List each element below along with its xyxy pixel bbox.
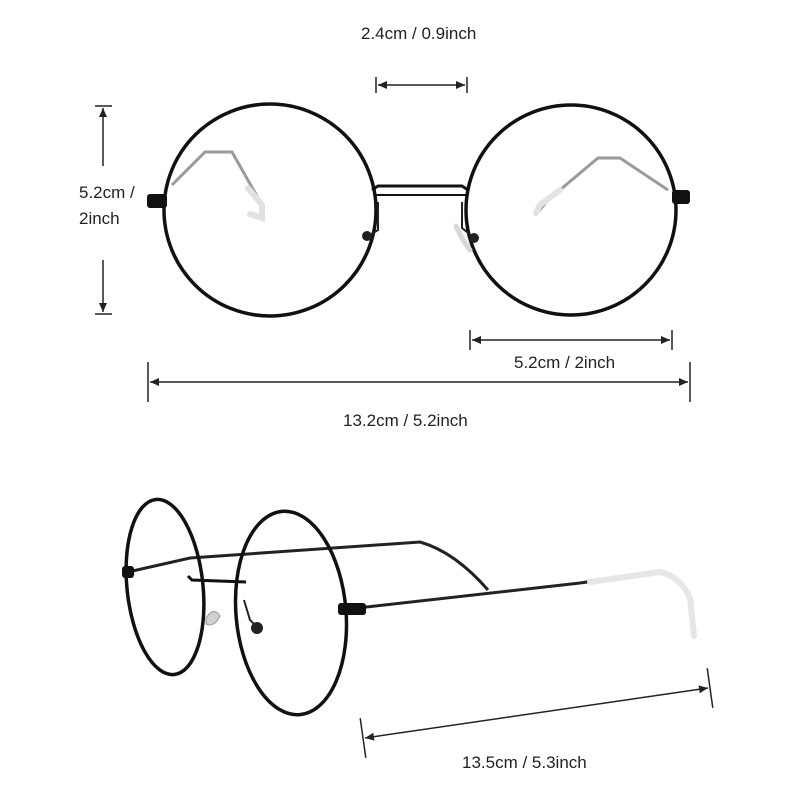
right-nose-pad — [461, 202, 473, 237]
far-lens-rim — [124, 497, 206, 677]
right-nose-pad-tip — [469, 233, 479, 243]
lens-height-label-line2: 2inch — [79, 209, 120, 228]
near-temple — [339, 570, 696, 637]
side-nose-pad-arm — [243, 599, 257, 627]
temple-length-dimension — [359, 668, 714, 758]
near-hinge — [338, 603, 366, 615]
near-lens-rim — [233, 509, 349, 717]
right-endpiece — [672, 190, 690, 204]
lens-height-label-line1: 5.2cm / — [79, 183, 135, 202]
right-temple-tip — [533, 187, 563, 216]
right-temple-rear — [536, 156, 669, 213]
left-temple-tip — [245, 185, 265, 223]
front-view-glasses — [147, 102, 690, 318]
side-nose-pad — [251, 622, 263, 634]
side-nose-pad-clear — [205, 611, 221, 626]
side-bridge — [186, 574, 247, 584]
far-hinge — [122, 566, 134, 578]
right-lens-rim — [464, 103, 678, 317]
temple-length-label: 13.5cm / 5.3inch — [462, 753, 587, 772]
side-view-glasses — [122, 497, 697, 717]
far-temple — [127, 540, 490, 591]
left-temple-rear — [170, 150, 264, 218]
left-endpiece — [147, 194, 167, 208]
right-nose-pad-clear — [453, 223, 473, 253]
bridge — [371, 184, 469, 192]
left-lens-rim — [162, 102, 378, 318]
lens-width-dimension — [469, 330, 673, 350]
bridge-dimension — [375, 77, 468, 93]
temple-length-dimension-line — [364, 685, 709, 741]
near-temple-tip — [587, 568, 697, 639]
bridge-width-label: 2.4cm / 0.9inch — [361, 24, 477, 43]
frame-width-dimension — [147, 362, 691, 402]
left-nose-pad-tip — [362, 231, 372, 241]
frame-width-label: 13.2cm / 5.2inch — [343, 411, 468, 430]
lens-width-label: 5.2cm / 2inch — [514, 353, 616, 372]
lens-height-dimension — [95, 105, 112, 315]
